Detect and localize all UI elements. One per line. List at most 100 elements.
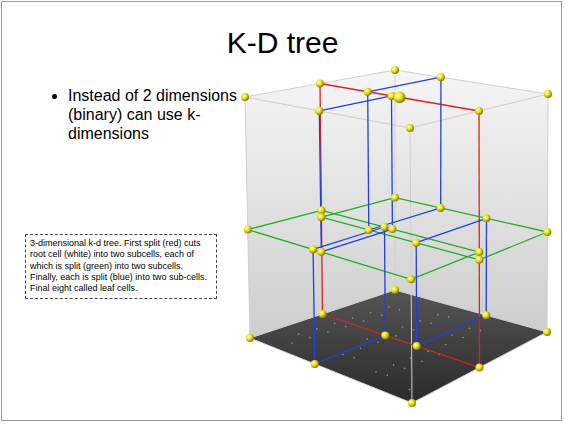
green-split [479, 232, 547, 260]
blue-split [416, 243, 418, 346]
data-point [363, 320, 365, 322]
data-point [375, 371, 377, 373]
blue-split [313, 249, 315, 364]
split-point [437, 73, 445, 81]
blue-split [384, 227, 386, 335]
data-point [413, 329, 415, 331]
data-point [469, 327, 471, 329]
data-point [370, 312, 372, 314]
data-point [445, 344, 447, 346]
data-point [298, 333, 300, 335]
back-wall [245, 70, 395, 338]
data-point [381, 315, 383, 317]
split-point [475, 107, 483, 115]
split-point [381, 331, 389, 339]
split-point [364, 88, 372, 96]
data-point [316, 328, 318, 330]
data-point [377, 341, 379, 343]
caption-box: 3-dimensional k-d tree. First split (red… [25, 234, 217, 299]
split-point [394, 91, 406, 103]
split-point [475, 256, 483, 264]
split-point [319, 310, 327, 318]
split-point [543, 328, 551, 336]
red-split [320, 84, 479, 112]
split-point [309, 245, 317, 253]
split-point [544, 90, 552, 98]
split-point [365, 226, 373, 234]
blue-split [391, 96, 393, 229]
data-point [395, 335, 397, 337]
split-point [391, 66, 399, 74]
data-point [345, 326, 347, 328]
data-point [409, 389, 411, 391]
cube-edge [245, 97, 410, 128]
blue-split [319, 111, 321, 252]
data-point [352, 317, 354, 319]
blue-split [319, 96, 391, 111]
data-point [342, 354, 344, 356]
bullet-list: Instead of 2 dimensions (binary) can use… [48, 86, 238, 144]
cube-edge [245, 97, 250, 338]
split-point [408, 399, 416, 407]
data-point [366, 338, 368, 340]
split-point [317, 248, 325, 256]
split-point [315, 107, 323, 115]
data-point [309, 337, 311, 339]
cube-edge [395, 290, 547, 332]
cube-edge [410, 128, 412, 403]
bullet-text: Instead of 2 dimensions (binary) can use… [68, 86, 238, 144]
split-point [407, 275, 415, 283]
green-split [321, 210, 479, 252]
data-point [451, 334, 453, 336]
split-point [412, 239, 420, 247]
data-point [327, 331, 329, 333]
cube-edge [250, 338, 412, 403]
green-split [321, 198, 395, 218]
split-point [388, 225, 396, 233]
data-point [462, 337, 464, 339]
data-point [353, 357, 355, 359]
split-point [476, 364, 484, 372]
green-split [321, 217, 479, 260]
blue-split [440, 77, 441, 208]
data-point [430, 323, 432, 325]
data-point [404, 367, 406, 369]
data-point [399, 309, 401, 311]
data-point [334, 323, 336, 325]
cube-edge [547, 94, 548, 332]
split-point [317, 213, 325, 221]
blue-split [313, 227, 384, 249]
data-point [387, 374, 389, 376]
split-point [543, 228, 551, 236]
blue-split [417, 315, 487, 346]
floor-face [250, 290, 547, 403]
split-point [381, 223, 389, 231]
data-point [421, 361, 423, 363]
split-point [391, 286, 399, 294]
red-split [320, 84, 323, 315]
split-point [317, 206, 325, 214]
caption-text: 3-dimensional k-d tree. First split (red… [30, 238, 212, 294]
split-point [316, 80, 324, 88]
red-split [478, 111, 480, 368]
split-point [413, 342, 421, 350]
split-point [311, 360, 319, 368]
split-point [244, 226, 252, 234]
split-point [482, 311, 490, 319]
blue-split [486, 218, 488, 315]
cube-edge [395, 70, 396, 290]
red-split [323, 314, 480, 368]
split-point [391, 194, 399, 202]
blue-split [315, 335, 386, 364]
split-point [475, 248, 483, 256]
split-point [241, 93, 249, 101]
data-point [419, 320, 421, 322]
data-point [402, 326, 404, 328]
data-point [388, 306, 390, 308]
data-point [393, 364, 395, 366]
data-point [437, 314, 439, 316]
green-split [248, 210, 322, 229]
data-point [291, 342, 293, 344]
